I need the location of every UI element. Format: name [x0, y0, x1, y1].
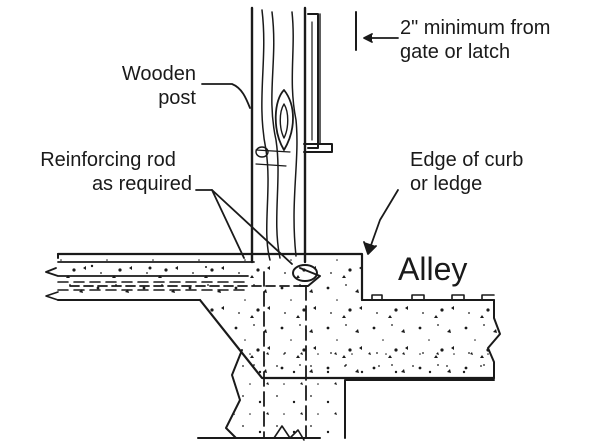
clearance-label-line1: 2" minimum from: [400, 17, 551, 39]
post-label-line1: Wooden: [121, 63, 196, 85]
post-label-line2: post: [158, 87, 196, 109]
alley-surface: [361, 294, 495, 301]
wooden-post: [250, 6, 307, 264]
rod-leader-line-b: [211, 189, 293, 265]
gate-hardware: [303, 13, 333, 153]
alley-label: Alley: [398, 251, 468, 287]
vertical-rebar: [263, 271, 307, 439]
sidewalk-slab: [45, 253, 255, 301]
curb-leader-arrow: [363, 241, 377, 255]
reinforcing-rod: [69, 264, 321, 287]
curb-leader-line: [369, 189, 399, 249]
clearance-dimension: [355, 11, 399, 51]
rod-label-line1: Reinforcing rod: [40, 149, 176, 171]
rod-label-line2: as required: [91, 173, 192, 195]
curb-label-line2: or ledge: [410, 173, 483, 195]
post-leader-line: [201, 83, 251, 109]
clearance-label-line2: gate or latch: [400, 41, 511, 63]
rod-leader-line-a: [195, 189, 245, 259]
concrete-footing: [56, 252, 501, 380]
curb-label-line1: Edge of curb: [410, 149, 524, 171]
